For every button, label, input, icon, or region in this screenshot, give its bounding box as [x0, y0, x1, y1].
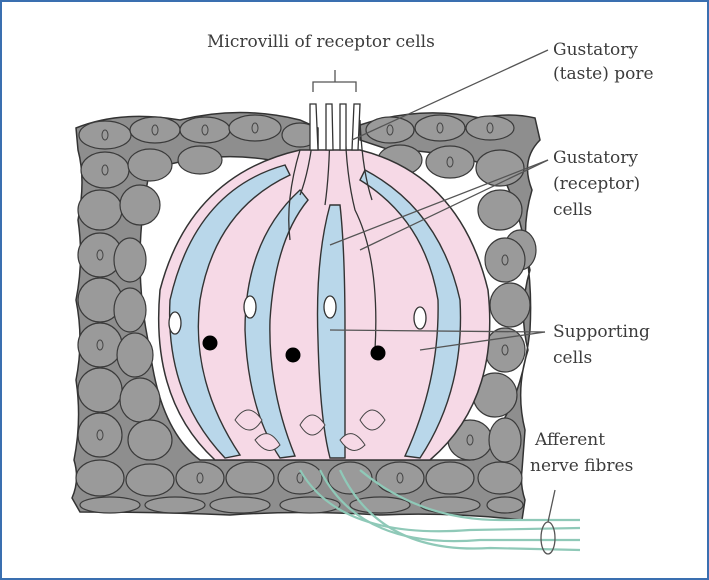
label-pore-line1: Gustatory — [553, 38, 638, 62]
microvilli — [310, 104, 360, 150]
label-nerve-line1: Afferent — [535, 428, 605, 452]
label-nerve-line2: nerve fibres — [530, 454, 633, 478]
label-supporting-line1: Supporting — [553, 320, 650, 344]
label-receptor-line1: Gustatory — [553, 146, 638, 170]
label-supporting-line2: cells — [553, 346, 592, 370]
label-receptor-line2: (receptor) — [553, 172, 640, 196]
label-receptor-line3: cells — [553, 198, 592, 222]
label-microvilli: Microvilli of receptor cells — [207, 30, 435, 54]
label-pore-line2: (taste) pore — [553, 62, 654, 86]
